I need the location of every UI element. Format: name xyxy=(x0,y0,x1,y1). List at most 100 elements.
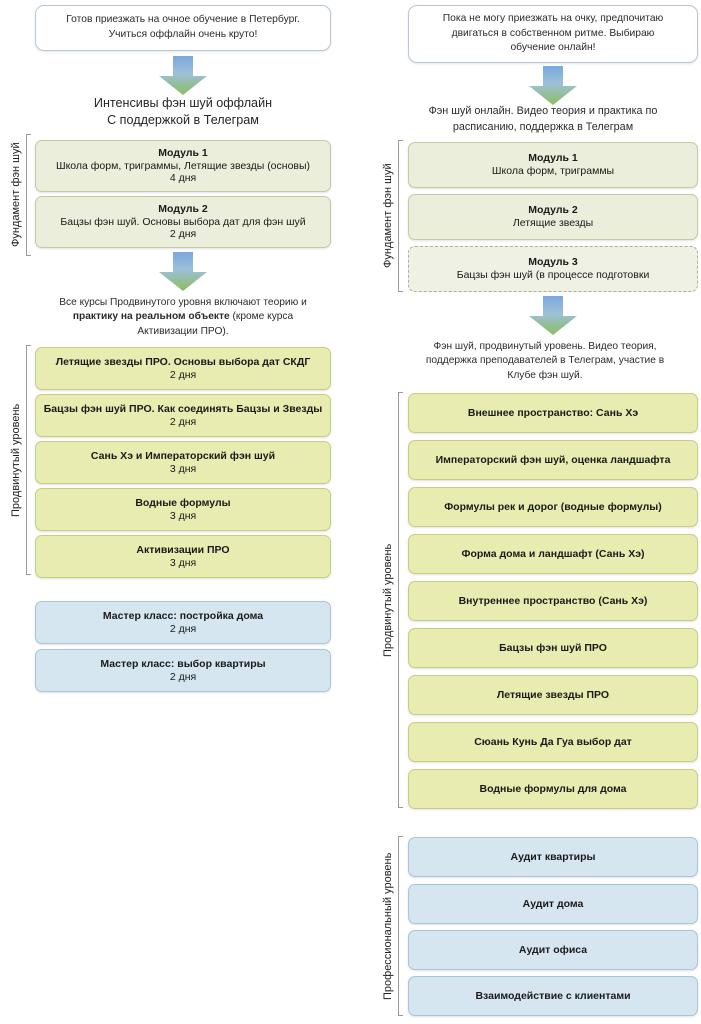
online-professional-course-4[interactable]: Взаимодействие с клиентами xyxy=(408,976,698,1016)
offline-module-2-title: Модуль 2 xyxy=(158,202,208,215)
offline-masterclass-1-duration: 2 дня xyxy=(169,622,197,635)
offline-heading: Интенсивы фэн шуй оффлайн С поддержкой в… xyxy=(20,95,346,129)
online-advanced-course-9-title: Водные формулы для дома xyxy=(479,782,627,795)
online-professional-course-2-title: Аудит дома xyxy=(522,897,584,910)
offline-module-2-desc: Бацзы фэн шуй. Основы выбора дат для фэн… xyxy=(60,215,306,228)
online-professional-course-3[interactable]: Аудит офиса xyxy=(408,930,698,970)
online-advanced-course-1-title: Внешнее пространство: Сань Хэ xyxy=(467,406,639,419)
offline-module-1-desc: Школа форм, триграммы, Летящие звезды (о… xyxy=(55,159,311,172)
online-module-3-desc: Бацзы фэн шуй (в процессе подготовки xyxy=(456,269,650,281)
online-advanced-bracket xyxy=(398,392,403,808)
offline-advanced-course-1[interactable]: Летящие звезды ПРО. Основы выбора дат СК… xyxy=(35,347,331,390)
offline-masterclass-2[interactable]: Мастер класс: выбор квартиры 2 дня xyxy=(35,649,331,692)
offline-advanced-course-2-title: Бацзы фэн шуй ПРО. Как соединять Бацзы и… xyxy=(43,402,323,415)
offline-masterclass-2-title: Мастер класс: выбор квартиры xyxy=(100,657,266,670)
down-arrow-icon xyxy=(529,296,577,335)
online-module-3-title: Модуль 3 xyxy=(528,256,578,269)
online-professional-course-2[interactable]: Аудит дома xyxy=(408,884,698,924)
online-professional-label: Профессиональный уровень xyxy=(382,852,394,1000)
online-note-line-3: Клубе фэн шуй. xyxy=(507,369,583,381)
offline-advanced-bracket xyxy=(26,345,31,575)
offline-module-2-duration: 2 дня xyxy=(169,228,197,241)
online-advanced-course-2-title: Императорский фэн шуй, оценка ландшафта xyxy=(435,453,671,466)
online-advanced-course-8-title: Сюань Кунь Да Гуа выбор дат xyxy=(474,735,632,748)
online-advanced-course-6[interactable]: Бацзы фэн шуй ПРО xyxy=(408,628,698,668)
offline-advanced-course-4-duration: 3 дня xyxy=(169,509,197,522)
online-professional-course-4-title: Взаимодействие с клиентами xyxy=(475,989,631,1002)
down-arrow-icon xyxy=(159,252,207,291)
offline-masterclass-2-duration: 2 дня xyxy=(169,670,197,683)
down-arrow-icon xyxy=(159,56,207,95)
online-advanced-note: Фэн шуй, продвинутый уровень. Видео теор… xyxy=(394,340,696,383)
offline-masterclass-1-title: Мастер класс: постройка дома xyxy=(102,609,264,622)
online-advanced-course-1[interactable]: Внешнее пространство: Сань Хэ xyxy=(408,393,698,433)
online-advanced-course-7-title: Летящие звезды ПРО xyxy=(496,688,610,701)
offline-intro-bubble: Готов приезжать на очное обучение в Пете… xyxy=(35,5,331,51)
offline-module-1-duration: 4 дня xyxy=(169,172,197,185)
offline-note-line-2-tail: (кроме курса xyxy=(232,311,294,323)
online-advanced-course-3[interactable]: Формулы рек и дорог (водные формулы) xyxy=(408,487,698,527)
offline-advanced-course-5[interactable]: Активизации ПРО 3 дня xyxy=(35,535,331,578)
online-professional-course-1-title: Аудит квартиры xyxy=(510,850,596,863)
online-module-2[interactable]: Модуль 2 Летящие звезды xyxy=(408,194,698,240)
offline-advanced-course-2[interactable]: Бацзы фэн шуй ПРО. Как соединять Бацзы и… xyxy=(35,394,331,437)
online-foundation-bracket xyxy=(398,140,403,292)
offline-advanced-course-5-duration: 3 дня xyxy=(169,556,197,569)
offline-module-1-title: Модуль 1 xyxy=(158,146,208,159)
online-advanced-course-7[interactable]: Летящие звезды ПРО xyxy=(408,675,698,715)
offline-masterclass-1[interactable]: Мастер класс: постройка дома 2 дня xyxy=(35,601,331,644)
online-module-1-title: Модуль 1 xyxy=(528,152,578,165)
down-arrow-icon xyxy=(529,66,577,105)
online-advanced-course-6-title: Бацзы фэн шуй ПРО xyxy=(499,641,607,654)
online-note-line-1: Фэн шуй, продвинутый уровень. Видео теор… xyxy=(433,341,657,352)
online-advanced-course-5[interactable]: Внутреннее пространство (Сань Хэ) xyxy=(408,581,698,621)
online-heading-line-1: Фэн шуй онлайн. Видео теория и практика … xyxy=(428,105,658,117)
offline-bubble-line-1: Готов приезжать на очное обучение в Пете… xyxy=(66,14,300,26)
offline-foundation-bracket xyxy=(26,134,31,256)
online-advanced-label: Продвинутый уровень xyxy=(382,543,394,657)
offline-advanced-course-3-duration: 3 дня xyxy=(169,462,197,475)
online-foundation-label: Фундамент фэн шуй xyxy=(382,163,394,269)
online-intro-bubble: Пока не могу приезжать на очку, предпочи… xyxy=(408,5,698,63)
online-professional-bracket xyxy=(398,836,403,1016)
offline-foundation-label: Фундамент фэн шуй xyxy=(10,142,22,248)
offline-bubble-line-2: Учиться оффлайн очень круто! xyxy=(108,29,258,40)
offline-advanced-label: Продвинутый уровень xyxy=(10,403,22,517)
online-advanced-course-8[interactable]: Сюань Кунь Да Гуа выбор дат xyxy=(408,722,698,762)
online-module-2-desc: Летящие звезды xyxy=(512,217,594,229)
offline-advanced-course-4[interactable]: Водные формулы 3 дня xyxy=(35,488,331,531)
online-advanced-course-4-title: Форма дома и ландшафт (Сань Хэ) xyxy=(461,547,645,560)
offline-advanced-course-4-title: Водные формулы xyxy=(135,496,231,509)
online-heading: Фэн шуй онлайн. Видео теория и практика … xyxy=(390,103,696,135)
offline-advanced-course-1-title: Летящие звезды ПРО. Основы выбора дат СК… xyxy=(55,355,311,368)
offline-heading-line-1: Интенсивы фэн шуй оффлайн xyxy=(93,96,273,110)
online-module-1-desc: Школа форм, триграммы xyxy=(491,165,615,177)
online-bubble-line-3: обучение онлайн! xyxy=(510,42,596,54)
offline-advanced-course-3[interactable]: Сань Хэ и Императорский фэн шуй 3 дня xyxy=(35,441,331,484)
online-bubble-line-2: двигаться в собственном ритме. Выбираю xyxy=(451,27,655,39)
offline-advanced-course-5-title: Активизации ПРО xyxy=(136,543,230,556)
offline-note-line-3: Активизации ПРО). xyxy=(137,325,229,337)
offline-advanced-course-3-title: Сань Хэ и Императорский фэн шуй xyxy=(90,449,276,462)
offline-advanced-course-1-duration: 2 дня xyxy=(169,368,197,381)
offline-advanced-note: Все курсы Продвинутого уровня включают т… xyxy=(28,296,338,339)
online-module-1[interactable]: Модуль 1 Школа форм, триграммы xyxy=(408,142,698,188)
offline-heading-line-2: С поддержкой в Телеграм xyxy=(107,113,259,127)
online-professional-course-1[interactable]: Аудит квартиры xyxy=(408,837,698,877)
online-module-3[interactable]: Модуль 3 Бацзы фэн шуй (в процессе подго… xyxy=(408,246,698,292)
online-professional-course-3-title: Аудит офиса xyxy=(518,943,588,956)
online-advanced-course-5-title: Внутреннее пространство (Сань Хэ) xyxy=(458,594,648,607)
online-advanced-course-4[interactable]: Форма дома и ландшафт (Сань Хэ) xyxy=(408,534,698,574)
offline-module-2[interactable]: Модуль 2 Бацзы фэн шуй. Основы выбора да… xyxy=(35,196,331,248)
offline-note-line-1: Все курсы Продвинутого уровня включают т… xyxy=(59,297,307,308)
online-advanced-course-9[interactable]: Водные формулы для дома xyxy=(408,769,698,809)
online-note-line-2: поддержка преподавателей в Телеграм, уча… xyxy=(425,355,665,367)
online-heading-line-2: расписанию, поддержка в Телеграм xyxy=(452,121,634,134)
offline-advanced-course-2-duration: 2 дня xyxy=(169,415,197,428)
online-bubble-line-1: Пока не могу приезжать на очку, предпочи… xyxy=(442,12,664,24)
online-module-2-title: Модуль 2 xyxy=(528,204,578,217)
offline-note-bold: практику на реальном объекте xyxy=(72,311,230,323)
online-advanced-course-2[interactable]: Императорский фэн шуй, оценка ландшафта xyxy=(408,440,698,480)
offline-module-1[interactable]: Модуль 1 Школа форм, триграммы, Летящие … xyxy=(35,140,331,192)
online-advanced-course-3-title: Формулы рек и дорог (водные формулы) xyxy=(444,500,662,513)
